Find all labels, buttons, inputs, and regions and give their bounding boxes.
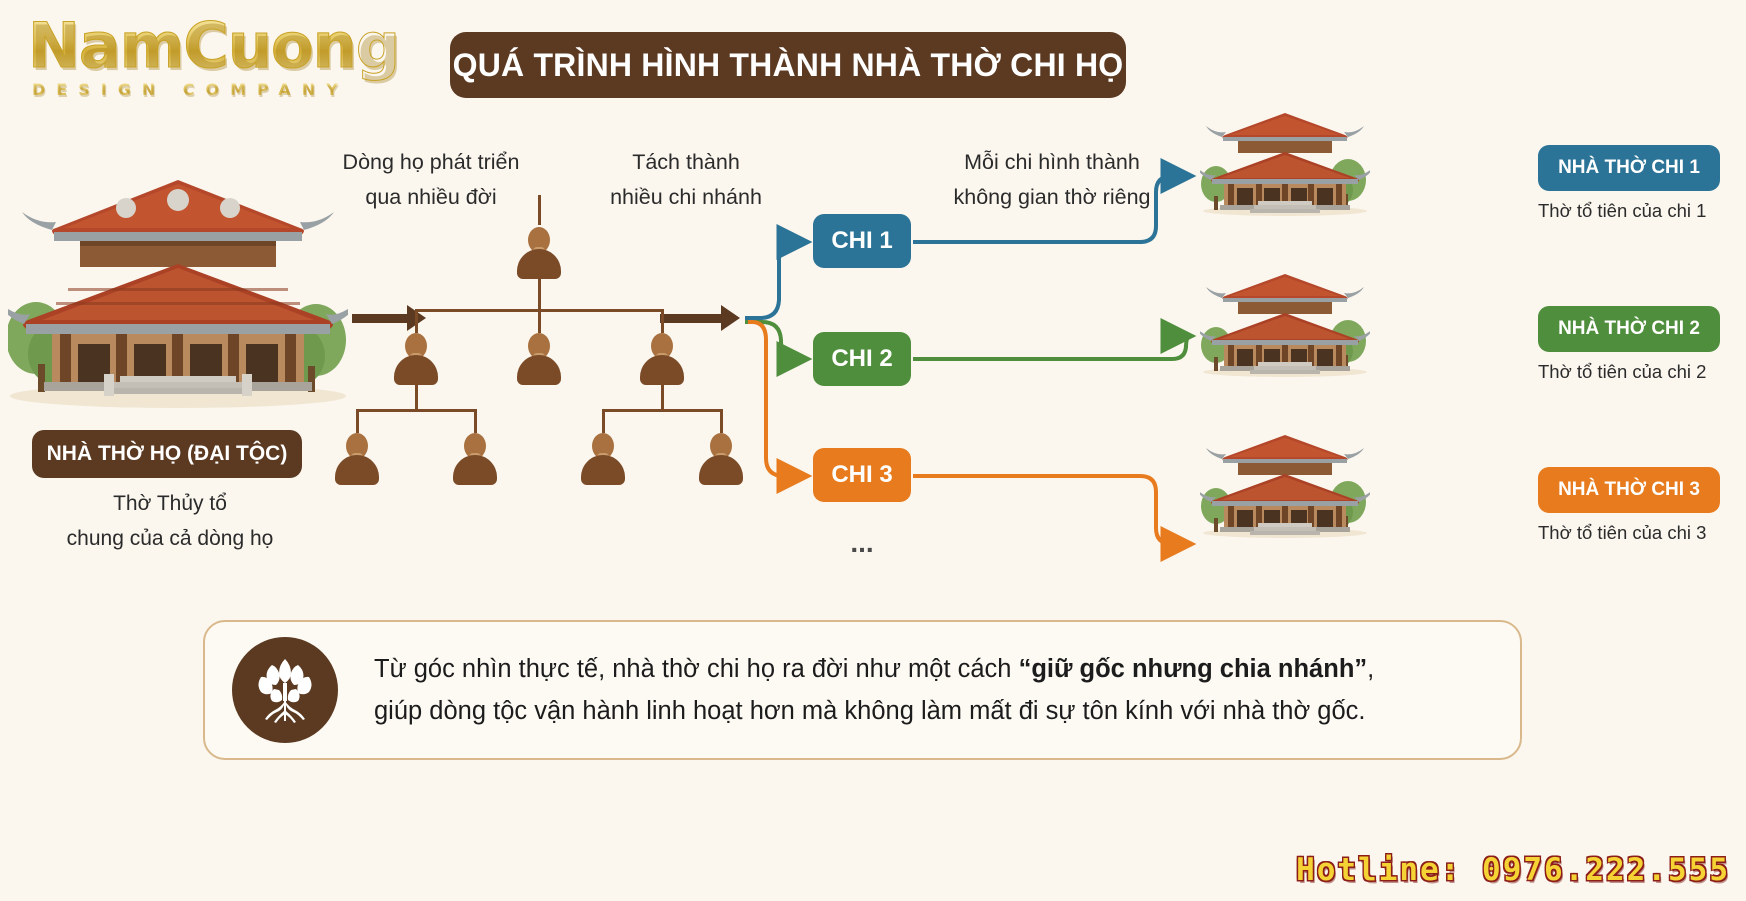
step-label-2: Tách thành nhiều chi nhánh (605, 145, 767, 215)
main-node-badge: NHÀ THỜ HỌ (ĐẠI TỘC) (32, 430, 302, 478)
summary-note-line1-before: Từ góc nhìn thực tế, nhà thờ chi họ ra đ… (374, 655, 1019, 683)
branch-box-chi-3-label: CHI 3 (831, 461, 893, 488)
branch-temple-illustration-1 (1197, 108, 1373, 216)
main-node-caption-line1: Thờ Thủy tổ (113, 492, 227, 515)
step-label-1: Dòng họ phát triển qua nhiều đời (333, 145, 529, 215)
branch-temple-badge-2: NHÀ THỜ CHI 2 (1538, 306, 1720, 352)
page-title-text: QUÁ TRÌNH HÌNH THÀNH NHÀ THỜ CHI HỌ (452, 46, 1124, 83)
branch-box-chi-2-label: CHI 2 (831, 345, 893, 372)
brand-logo: NamCuong DESIGN COMPANY (14, 13, 401, 106)
branch-temple-badge-3: NHÀ THỜ CHI 3 (1538, 467, 1720, 513)
family-tree-person-g3-3 (581, 433, 625, 485)
step-label-3: Mỗi chi hình thành không gian thờ riêng (948, 145, 1156, 215)
ancestral-temple-illustration (0, 168, 358, 408)
summary-note-line2: giúp dòng tộc vận hành linh hoạt hơn mà … (374, 697, 1366, 725)
branch-temple-caption-1: Thờ tổ tiên của chi 1 (1538, 200, 1707, 221)
brand-tagline: DESIGN COMPANY (14, 80, 354, 99)
family-tree-person-g3-4 (699, 433, 743, 485)
family-tree-person-g2-2 (517, 333, 561, 385)
summary-note-box: Từ góc nhìn thực tế, nhà thờ chi họ ra đ… (203, 620, 1522, 760)
page-title: QUÁ TRÌNH HÌNH THÀNH NHÀ THỜ CHI HỌ (450, 32, 1126, 98)
family-tree-person-g2-3 (640, 333, 684, 385)
branch-temple-badge-1: NHÀ THỜ CHI 1 (1538, 145, 1720, 191)
step-label-1-line2: qua nhiều đời (365, 185, 497, 209)
family-tree-diagram (335, 195, 743, 495)
family-tree-person-g3-2 (453, 433, 497, 485)
branch-temple-caption-3: Thờ tổ tiên của chi 3 (1538, 522, 1707, 543)
branch-box-chi-1[interactable]: CHI 1 (813, 214, 911, 268)
branch-temple-caption-2: Thờ tổ tiên của chi 2 (1538, 361, 1707, 382)
branch-box-chi-2[interactable]: CHI 2 (813, 332, 911, 386)
step-label-2-line2: nhiều chi nhánh (610, 185, 762, 209)
branch-temple-illustration-2 (1197, 269, 1373, 377)
branch-box-chi-3[interactable]: CHI 3 (813, 448, 911, 502)
family-tree-person-g3-1 (335, 433, 379, 485)
family-tree-person-g2-1 (394, 333, 438, 385)
summary-note-text: Từ góc nhìn thực tế, nhà thờ chi họ ra đ… (374, 648, 1374, 732)
branch-temple-badge-1-text: NHÀ THỜ CHI 1 (1558, 157, 1700, 178)
summary-note-line1-after: , (1367, 655, 1375, 683)
family-tree-roots-icon (232, 637, 338, 743)
main-node-badge-text: NHÀ THỜ HỌ (ĐẠI TỘC) (46, 442, 288, 465)
branch-ellipsis: ... (850, 527, 874, 558)
flow-arrow-2-icon (660, 305, 744, 331)
summary-note-highlight: “giữ gốc nhưng chia nhánh” (1018, 655, 1368, 683)
step-label-3-line2: không gian thờ riêng (953, 185, 1151, 209)
main-node-caption-line2: chung của cả dòng họ (66, 527, 274, 550)
step-label-3-line1: Mỗi chi hình thành (964, 150, 1140, 174)
branch-temple-badge-3-text: NHÀ THỜ CHI 3 (1558, 479, 1700, 500)
hotline-text: Hotline: 0976.222.555 (1296, 852, 1730, 888)
step-label-2-line1: Tách thành (632, 150, 740, 174)
brand-name: NamCuong (14, 13, 401, 78)
summary-note-line1: Từ góc nhìn thực tế, nhà thờ chi họ ra đ… (374, 648, 1374, 690)
step-label-1-line1: Dòng họ phát triển (342, 150, 520, 174)
family-tree-person-g1-1 (517, 227, 561, 279)
branch-temple-illustration-3 (1197, 430, 1373, 538)
branch-temple-badge-2-text: NHÀ THỜ CHI 2 (1558, 318, 1700, 339)
branch-box-chi-1-label: CHI 1 (831, 227, 893, 254)
